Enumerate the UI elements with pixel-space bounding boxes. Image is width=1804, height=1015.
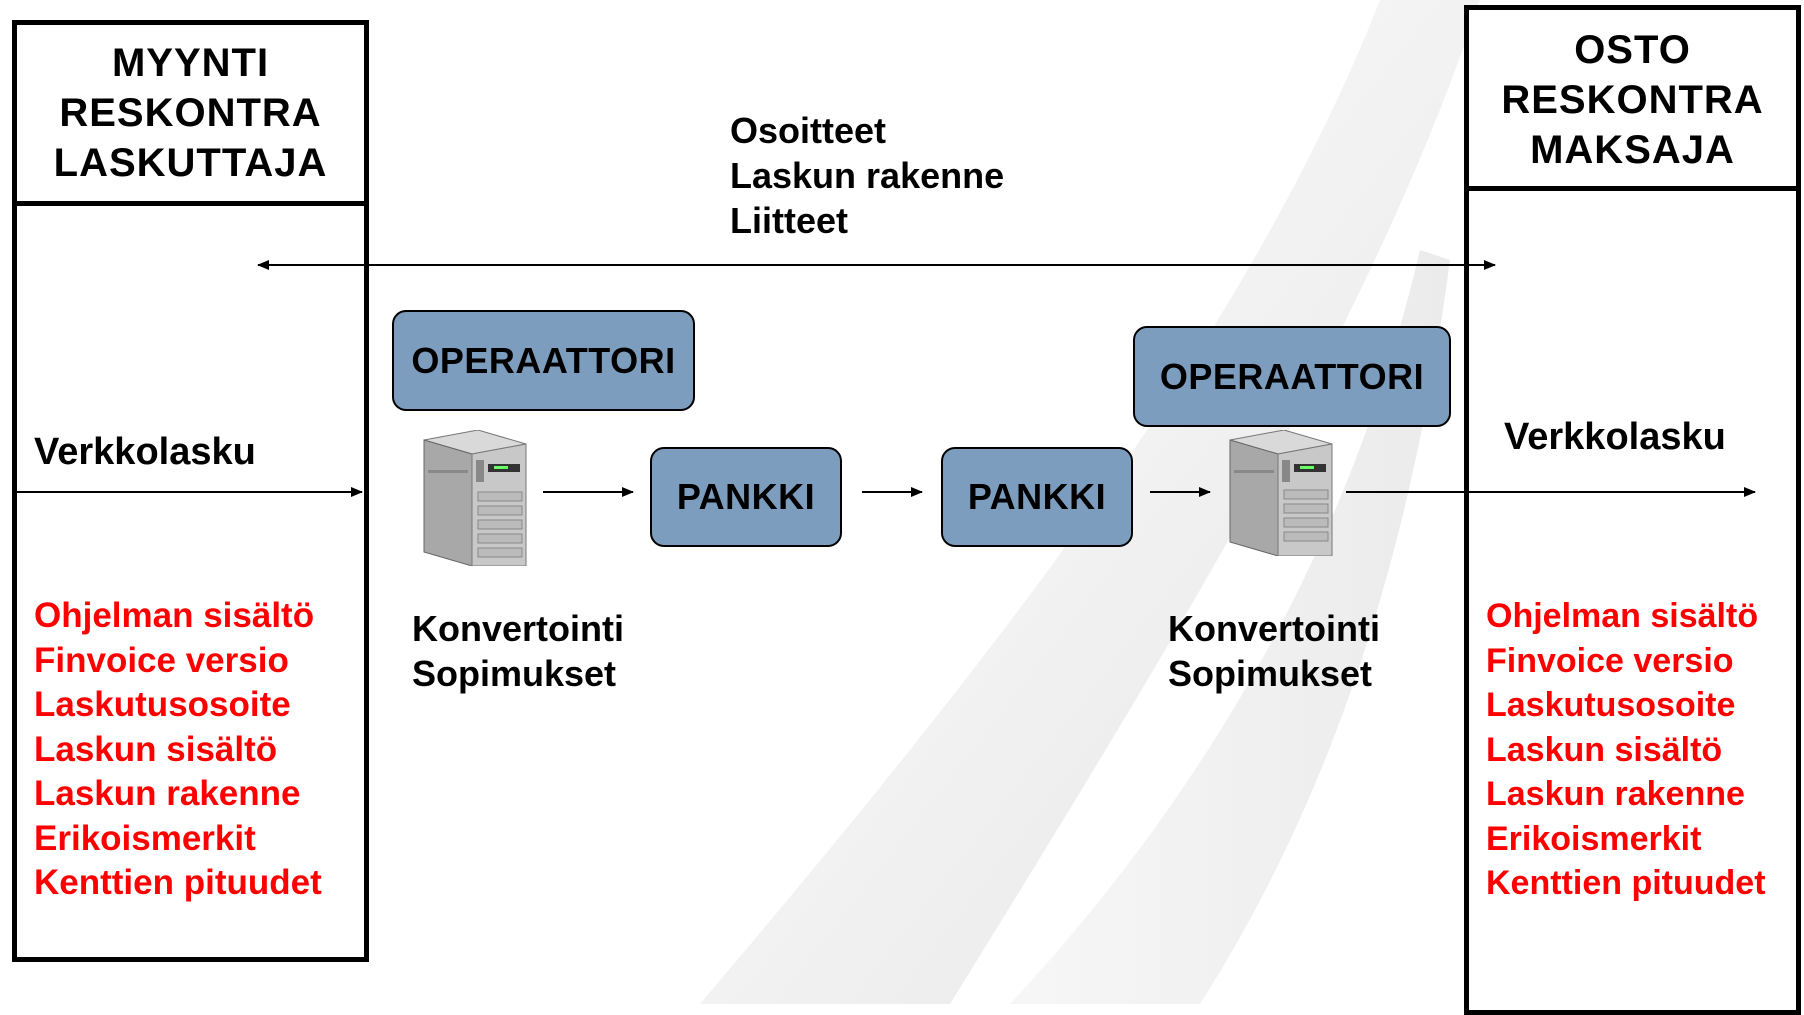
buyer-requirement-item: Kenttien pituudet — [1486, 864, 1766, 902]
seller-invoice-label: Verkkolasku — [34, 431, 256, 473]
buyer-requirement-item: Laskun rakenne — [1486, 775, 1745, 813]
buyer-requirement-item: Ohjelman sisältö — [1486, 597, 1759, 635]
seller-requirement-item: Kenttien pituudet — [34, 863, 322, 902]
left-operator-notes: Konvertointi Sopimukset — [412, 606, 624, 696]
left-operator-note-1: Konvertointi — [412, 608, 624, 649]
server-computer-icon — [423, 430, 527, 566]
buyer-requirement-item: Finvoice versio — [1486, 641, 1734, 680]
seller-header-line-1: MYYNTI — [111, 41, 270, 85]
top-info-line-1: Osoitteet — [730, 110, 887, 151]
server-computer-icon — [1229, 430, 1333, 556]
buyer-header: OSTO RESKONTRA MAKSAJA — [1464, 5, 1801, 191]
buyer-requirement-item: Laskun sisältö — [1486, 730, 1723, 769]
seller-requirement-item: Ohjelman sisältö — [34, 596, 315, 635]
seller-requirement-item: Erikoismerkit — [34, 818, 256, 858]
seller-header-line-2: RESKONTRA — [59, 91, 322, 135]
right-operator-node: OPERAATTORI — [1133, 326, 1451, 427]
buyer-requirement-item: Laskutusosoite — [1486, 686, 1736, 724]
bank-node-1: PANKKI — [650, 447, 842, 547]
seller-header: MYYNTI RESKONTRA LASKUTTAJA — [12, 20, 369, 206]
right-operator-note-1: Konvertointi — [1168, 608, 1380, 649]
right-operator-note-2: Sopimukset — [1168, 653, 1373, 694]
buyer-invoice-label: Verkkolasku — [1504, 416, 1726, 458]
bank-node-2: PANKKI — [941, 447, 1133, 547]
seller-header-line-3: LASKUTTAJA — [53, 141, 328, 185]
seller-requirement-item: Laskutusosoite — [34, 685, 291, 724]
seller-requirement-item: Finvoice versio — [34, 640, 289, 680]
seller-requirement-item: Laskun sisältö — [34, 729, 278, 769]
buyer-header-line-3: MAKSAJA — [1530, 128, 1735, 172]
buyer-requirement-item: Erikoismerkit — [1486, 819, 1702, 858]
right-operator-notes: Konvertointi Sopimukset — [1168, 606, 1380, 696]
top-info-line-3: Liitteet — [730, 200, 849, 241]
left-operator-node: OPERAATTORI — [392, 310, 695, 411]
seller-requirements-list: Ohjelman sisältö Finvoice versio Laskutu… — [34, 594, 322, 906]
top-info-line-2: Laskun rakenne — [730, 155, 1005, 196]
buyer-header-line-2: RESKONTRA — [1501, 78, 1764, 122]
seller-requirement-item: Laskun rakenne — [34, 774, 301, 813]
top-info: Osoitteet Laskun rakenne Liitteet — [730, 108, 1004, 243]
buyer-header-line-1: OSTO — [1574, 28, 1691, 72]
left-operator-note-2: Sopimukset — [412, 653, 617, 694]
buyer-requirements-list: Ohjelman sisältö Finvoice versio Laskutu… — [1486, 594, 1766, 906]
